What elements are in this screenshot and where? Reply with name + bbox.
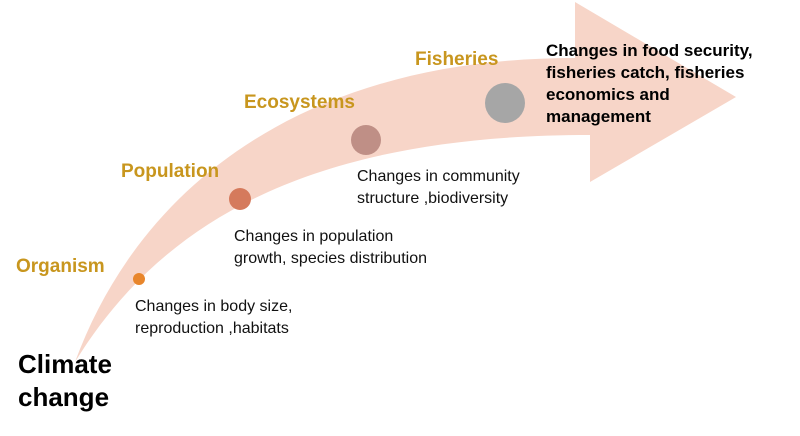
population-description-line-1: Changes in population xyxy=(234,228,394,245)
organism-marker xyxy=(133,273,145,285)
organism-description-line-2: reproduction ,habitats xyxy=(135,320,289,337)
climate-change-title: Climate change xyxy=(18,348,112,414)
ecosystems-description-line-2: structure ,biodiversity xyxy=(357,190,509,207)
organism-description: Changes in body size, reproduction ,habi… xyxy=(135,296,292,340)
ecosystems-label: Ecosystems xyxy=(244,92,355,113)
title-line-1: Climate xyxy=(18,349,112,379)
population-label: Population xyxy=(121,161,220,182)
organism-description-line-1: Changes in body size, xyxy=(135,298,293,315)
curved-impact-arrow xyxy=(75,2,736,362)
ecosystems-marker xyxy=(351,125,381,155)
population-description-line-2: growth, species distribution xyxy=(234,250,427,267)
fisheries-label: Fisheries xyxy=(415,49,499,70)
ecosystems-description-line-1: Changes in community xyxy=(357,168,520,185)
fisheries-outcome: Changes in food security, fisheries catc… xyxy=(546,40,753,128)
fisheries-outcome-line-1: Changes in food security, xyxy=(546,41,753,60)
ecosystems-description: Changes in community structure ,biodiver… xyxy=(357,166,520,210)
population-description: Changes in population growth, species di… xyxy=(234,226,427,270)
fisheries-outcome-line-3: economics and xyxy=(546,85,670,104)
population-marker xyxy=(229,188,251,210)
fisheries-marker xyxy=(485,83,525,123)
fisheries-outcome-line-2: fisheries catch, fisheries xyxy=(546,63,745,82)
title-line-2: change xyxy=(18,382,110,412)
fisheries-outcome-line-4: management xyxy=(546,107,651,126)
organism-label: Organism xyxy=(16,256,105,277)
